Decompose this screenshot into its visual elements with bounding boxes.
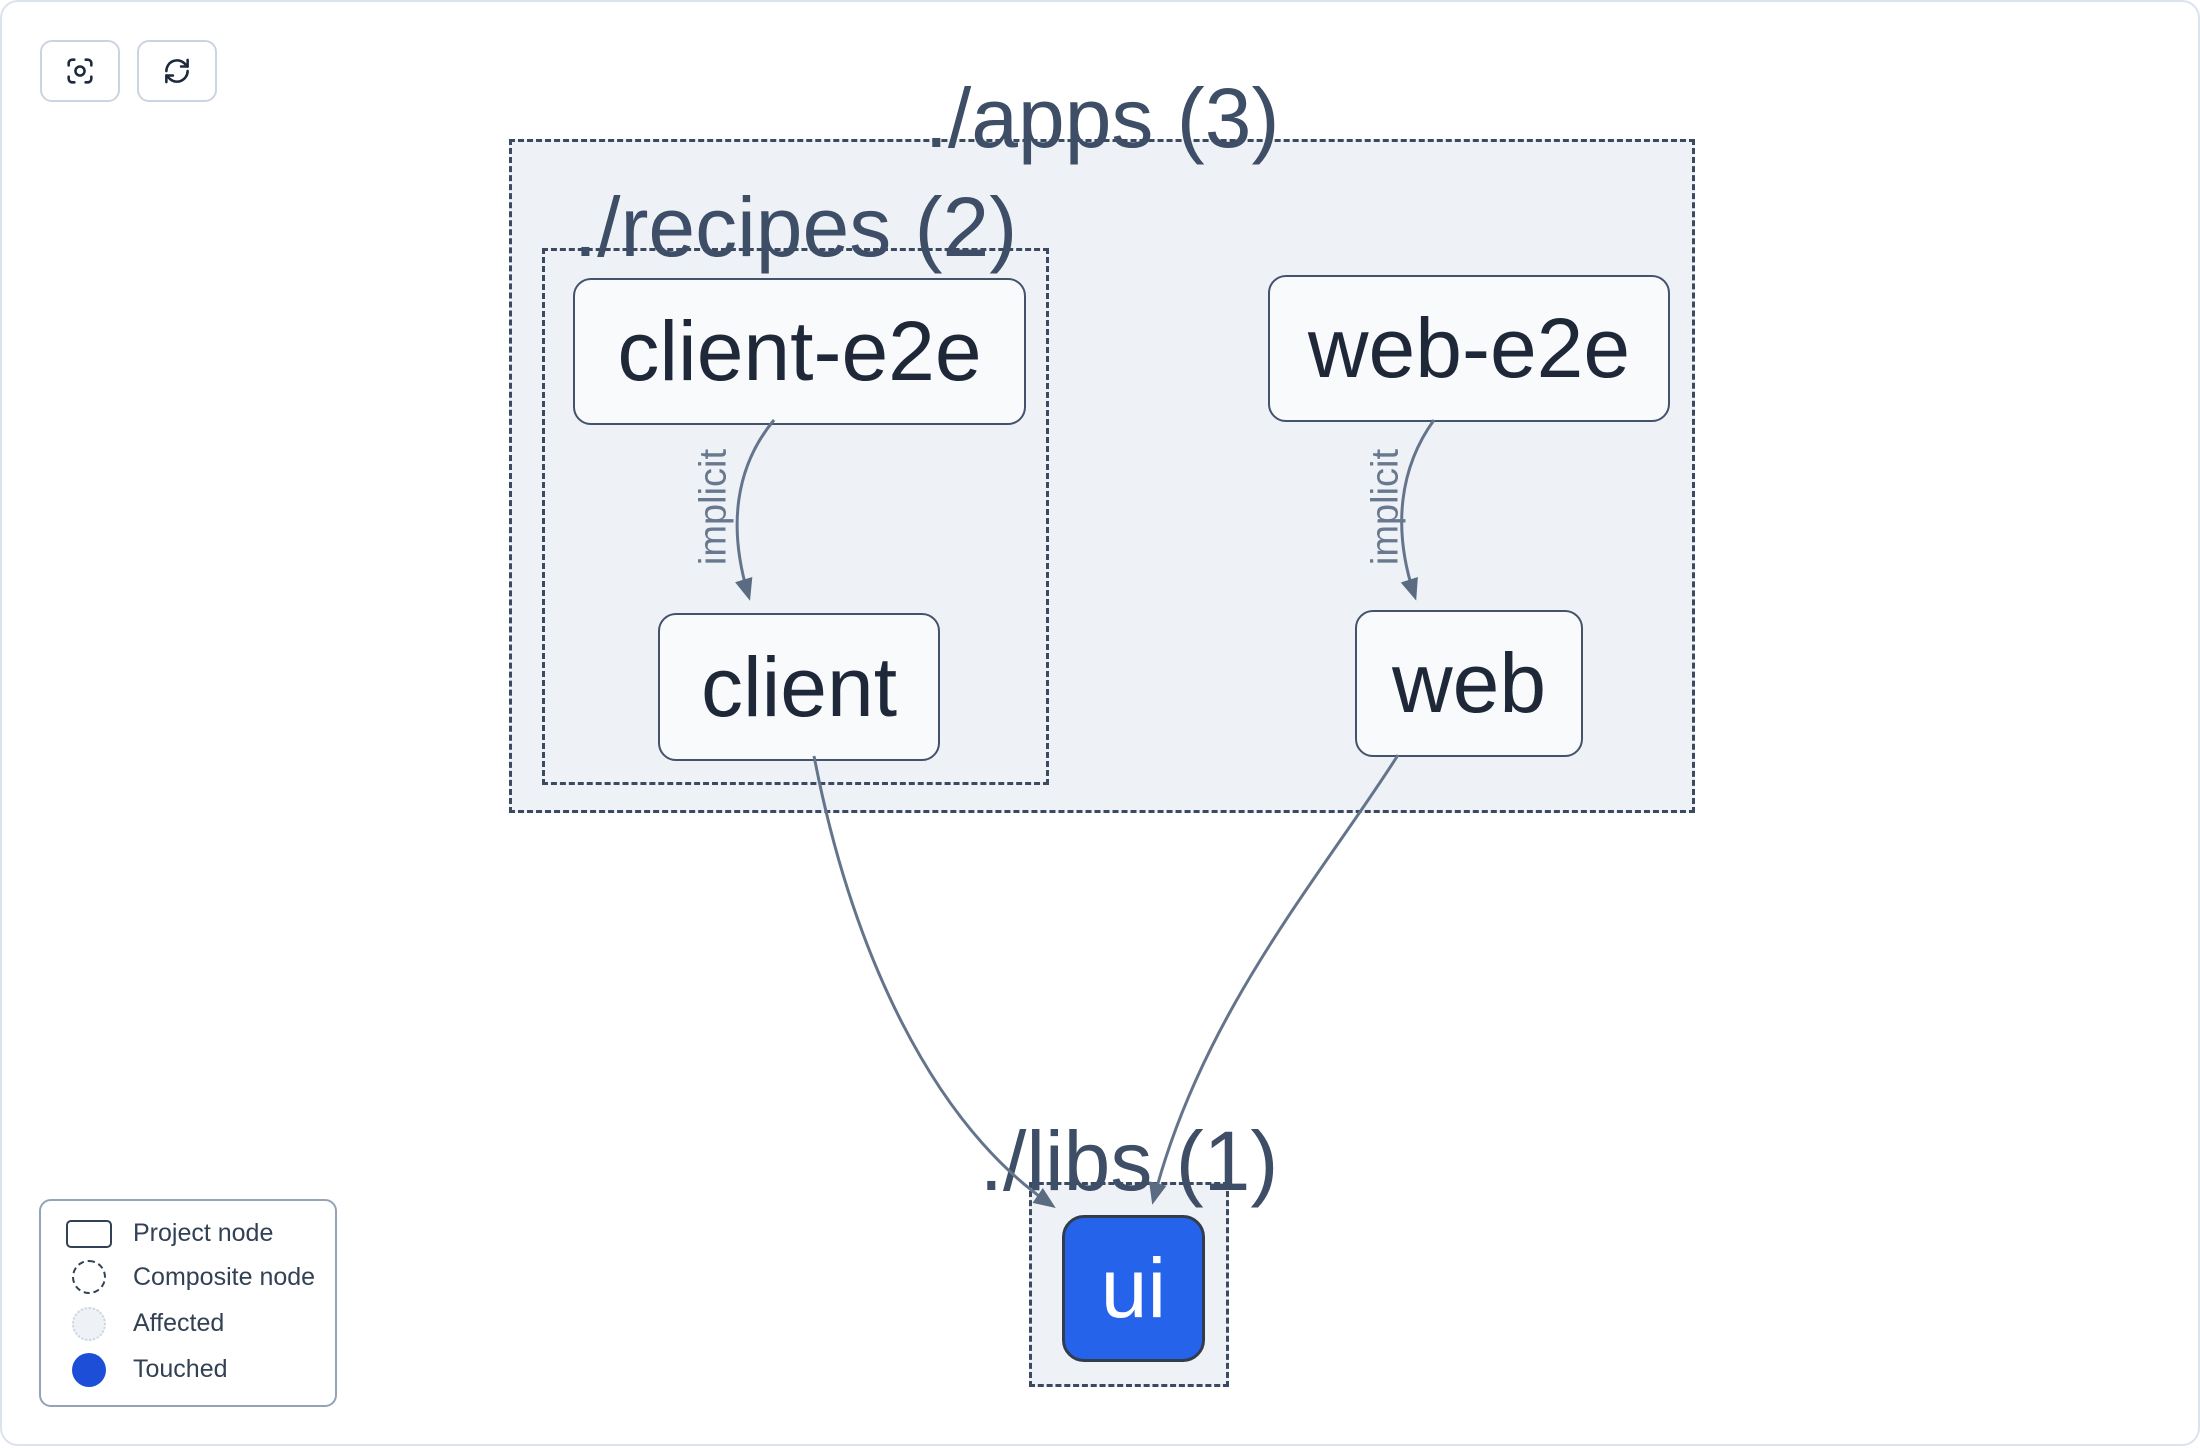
node-web-label: web <box>1391 636 1547 730</box>
focus-button[interactable] <box>40 40 120 102</box>
edge-label-implicit: implicit <box>692 448 735 566</box>
legend-item-touched: Touched <box>57 1352 319 1387</box>
touched-swatch <box>72 1352 106 1387</box>
group-recipes[interactable]: ./recipes (2) client-e2e client <box>542 183 1049 785</box>
node-client-label: client <box>700 639 898 734</box>
group-libs[interactable]: ./libs (1) ui <box>980 1117 1278 1387</box>
node-web-e2e-label: web-e2e <box>1307 301 1631 395</box>
edge-client-to-ui[interactable] <box>812 755 1056 1208</box>
edge-web-e2e-to-web[interactable] <box>1400 419 1436 601</box>
edge-client-e2e-to-client[interactable] <box>735 419 776 601</box>
group-libs-label: ./libs (1) <box>979 1113 1279 1208</box>
legend-label: Composite node <box>133 1262 316 1291</box>
node-ui-label: ui <box>1100 1241 1167 1335</box>
affected-swatch <box>72 1306 106 1341</box>
node-client-e2e[interactable]: client-e2e <box>573 278 1026 425</box>
legend-label: Project node <box>133 1219 274 1247</box>
group-apps-label: ./apps (3) <box>924 70 1280 165</box>
group-recipes-label: ./recipes (2) <box>573 179 1018 274</box>
project-node-swatch <box>66 1219 112 1248</box>
legend-label: Touched <box>133 1355 228 1384</box>
legend-item-composite-node: Composite node <box>57 1260 319 1295</box>
node-web-e2e[interactable]: web-e2e <box>1268 275 1670 422</box>
legend-item-project-node: Project node <box>57 1219 319 1248</box>
toolbar <box>40 40 217 102</box>
node-ui-touched[interactable]: ui <box>1062 1215 1205 1362</box>
composite-node-swatch <box>72 1260 106 1295</box>
legend-item-affected: Affected <box>57 1306 319 1341</box>
edge-label-implicit: implicit <box>1364 448 1407 566</box>
focus-icon <box>67 58 93 84</box>
group-apps[interactable]: ./apps (3) ./recipes (2) client-e2e clie… <box>509 74 1695 813</box>
legend-panel: Project node Composite node Affected Tou… <box>39 1199 337 1407</box>
legend-label: Affected <box>133 1309 225 1338</box>
refresh-icon <box>165 58 189 84</box>
node-web[interactable]: web <box>1355 610 1583 757</box>
node-client[interactable]: client <box>658 613 940 761</box>
edge-web-to-ui[interactable] <box>1149 754 1400 1205</box>
node-client-e2e-label: client-e2e <box>617 304 982 398</box>
refresh-button[interactable] <box>137 40 217 102</box>
